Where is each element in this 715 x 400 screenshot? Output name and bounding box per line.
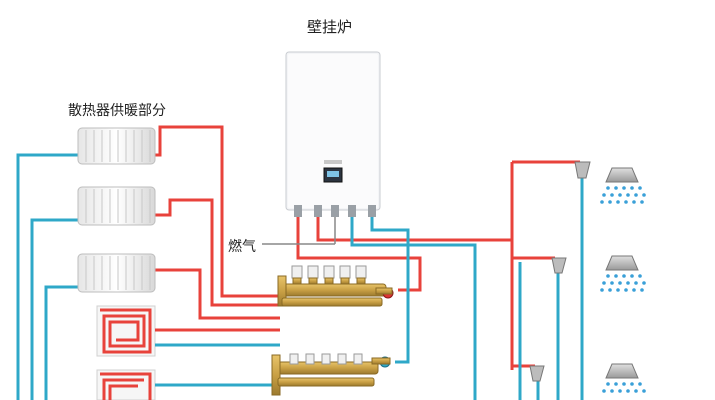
valve-bottom — [529, 365, 545, 382]
boiler-icon — [285, 51, 381, 217]
radiator-section-label: 散热器供暖部分 — [68, 103, 166, 119]
diagram-title: 壁挂炉 — [307, 18, 353, 36]
shower-head-middle — [600, 255, 646, 292]
floor-heating-loop-2 — [96, 369, 280, 400]
shower-head-bottom — [602, 363, 646, 393]
valve-top — [574, 161, 591, 179]
manifold-top — [277, 265, 394, 307]
shower-head-top — [600, 167, 646, 204]
radiator-middle — [77, 186, 156, 226]
radiator-supply-pipes — [155, 125, 280, 320]
gas-label: 燃气 — [228, 239, 256, 255]
radiator-return-pipes — [16, 153, 78, 400]
radiator-bottom — [77, 253, 156, 293]
floor-heating-loop-1 — [96, 305, 280, 357]
manifold-bottom — [271, 353, 391, 396]
valve-middle — [551, 257, 567, 274]
boiler-return-pipes — [350, 162, 584, 400]
radiator-top — [77, 127, 156, 165]
gas-pipe — [262, 215, 336, 245]
